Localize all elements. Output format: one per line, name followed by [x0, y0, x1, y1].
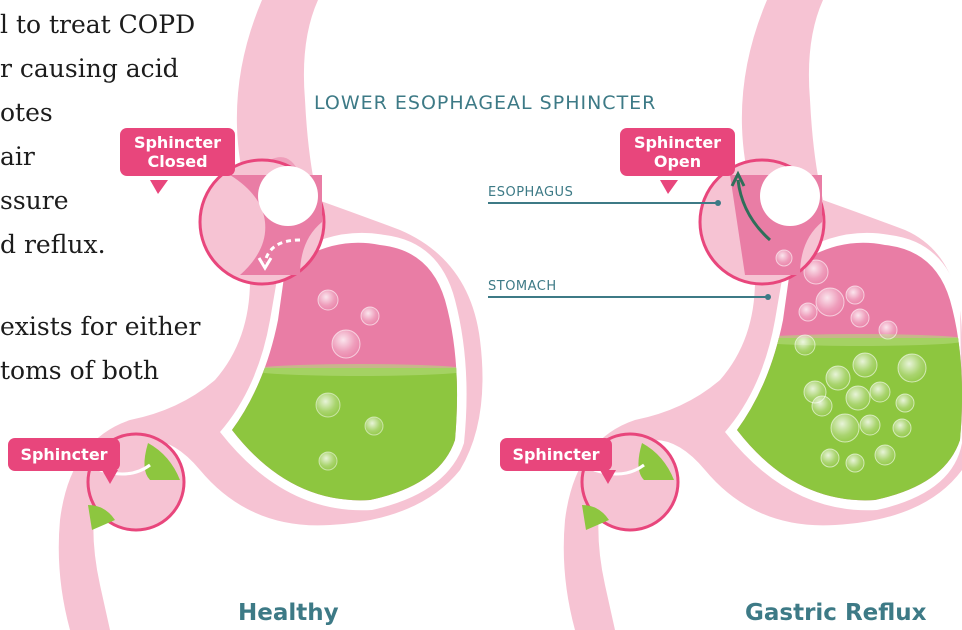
bubble [332, 330, 360, 358]
bubble [846, 286, 864, 304]
bubble [893, 419, 911, 437]
bubble [870, 382, 890, 402]
bubble [853, 353, 877, 377]
bubble [860, 415, 880, 435]
tag-line: Closed [120, 152, 235, 171]
bubble [879, 321, 897, 339]
bubble [846, 454, 864, 472]
bubble [831, 414, 859, 442]
stomach-label: STOMACH [488, 279, 557, 294]
healthy-lower-sphincter-tag: Sphincter [8, 438, 120, 471]
tag-line: Sphincter [8, 445, 120, 464]
bubble [795, 335, 815, 355]
healthy-caption: Healthy [238, 600, 339, 626]
bubble [361, 307, 379, 325]
reflux-sphincter-open-tag: Sphincter Open [620, 128, 735, 176]
bubble [826, 366, 850, 390]
bubble [896, 394, 914, 412]
bubble [799, 303, 817, 321]
bubble [318, 290, 338, 310]
reflux-lower-sphincter-tag: Sphincter [500, 438, 612, 471]
healthy-sphincter-closed-tag: Sphincter Closed [120, 128, 235, 176]
reflux-caption: Gastric Reflux [745, 600, 927, 626]
tag-line: Sphincter [620, 133, 735, 152]
diagram-title: LOWER ESOPHAGEAL SPHINCTER [314, 92, 656, 114]
esophagus-label: ESOPHAGUS [488, 185, 573, 200]
bubble [319, 452, 337, 470]
bubble [365, 417, 383, 435]
bubble [851, 309, 869, 327]
reflux-upper-sphincter-zoom [700, 160, 824, 284]
bubble [812, 396, 832, 416]
bubble [875, 445, 895, 465]
bubble [821, 449, 839, 467]
tag-line: Open [620, 152, 735, 171]
tag-line: Sphincter [120, 133, 235, 152]
bubble [816, 288, 844, 316]
bubble [316, 393, 340, 417]
bubble [898, 354, 926, 382]
tag-line: Sphincter [500, 445, 612, 464]
healthy-upper-sphincter-zoom [200, 160, 324, 284]
bubble [846, 386, 870, 410]
